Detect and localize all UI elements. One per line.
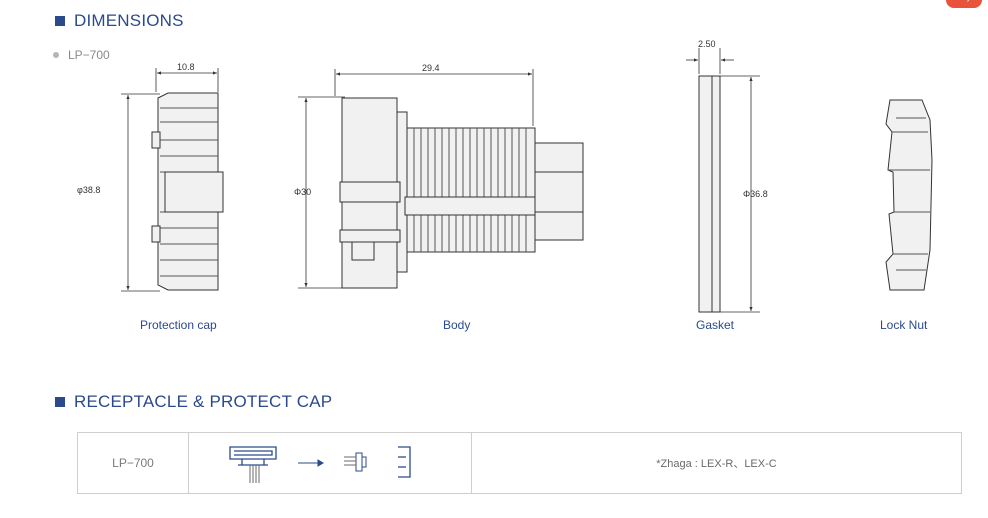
gasket-diameter-label: Φ36.8 bbox=[743, 189, 768, 199]
lock-nut-drawing bbox=[885, 99, 933, 291]
dot-bullet-icon bbox=[53, 52, 59, 58]
model-line: LP−700 bbox=[53, 48, 110, 62]
table-diagram-cell bbox=[189, 433, 472, 493]
gasket-label: Gasket bbox=[696, 318, 735, 332]
protection-cap-drawing bbox=[151, 92, 224, 291]
body-dimensions bbox=[298, 69, 534, 289]
body-length-label: 29.4 bbox=[422, 63, 440, 73]
corner-tab[interactable]: › bbox=[946, 0, 982, 8]
body-label: Body bbox=[443, 318, 471, 332]
protection-cap-label: Protection cap bbox=[140, 318, 217, 332]
dimension-drawings bbox=[121, 48, 933, 313]
cap-width-label: 10.8 bbox=[177, 62, 195, 72]
receptacle-title: RECEPTACLE & PROTECT CAP bbox=[74, 392, 333, 411]
model-label: LP−700 bbox=[68, 48, 110, 62]
receptacle-cap-diagram bbox=[229, 446, 411, 483]
chevron-right-icon: › bbox=[967, 0, 970, 5]
gasket-drawing bbox=[698, 75, 721, 313]
table-model-cell: LP−700 bbox=[78, 433, 189, 493]
cap-diameter-label: φ38.8 bbox=[77, 185, 101, 195]
gasket-thickness-label: 2.50 bbox=[698, 39, 716, 49]
receptacle-table: LP−700 bbox=[77, 432, 962, 494]
lock-nut-label: Lock Nut bbox=[880, 318, 928, 332]
square-bullet-icon bbox=[55, 397, 65, 407]
protection-cap-dimensions bbox=[121, 68, 219, 292]
table-note-cell: *Zhaga : LEX-R、LEX-C bbox=[656, 458, 777, 470]
body-drawing bbox=[339, 97, 584, 289]
receptacle-header: RECEPTACLE & PROTECT CAP bbox=[55, 392, 332, 412]
gasket-dimensions bbox=[686, 48, 760, 313]
dimensions-title: DIMENSIONS bbox=[74, 11, 184, 30]
square-bullet-icon bbox=[55, 16, 65, 26]
dimensions-header: DIMENSIONS bbox=[55, 11, 184, 31]
body-diameter-label: Φ30 bbox=[294, 187, 312, 197]
